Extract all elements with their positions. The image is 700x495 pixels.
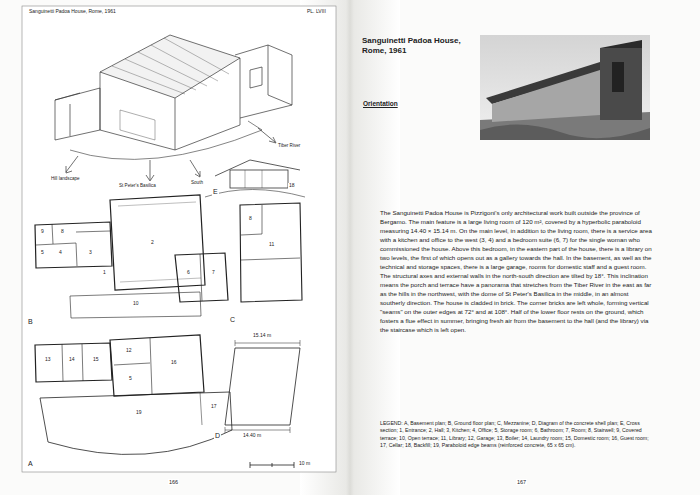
room-number: 5: [128, 376, 133, 382]
axonometric: [55, 35, 292, 181]
legend-text: LEGEND: A, Basement plan; B, Ground floo…: [380, 420, 652, 450]
section-heading: Orientation: [362, 100, 399, 107]
room-number: 2: [150, 240, 155, 246]
plan-a: [35, 335, 232, 455]
scale-label: 10 m: [298, 461, 311, 467]
room-number: 18: [288, 183, 296, 189]
dimension: 14.40 m: [242, 433, 262, 439]
view-label: St Peter's Basilica: [118, 183, 157, 188]
drawing-letter: D: [214, 432, 221, 440]
drawing-letter: C: [229, 316, 236, 324]
room-number: 11: [268, 242, 275, 248]
page-number: 166: [168, 479, 179, 485]
room-number: 19: [135, 410, 143, 416]
scale-bar: [250, 462, 294, 468]
body-text: The Sanguinetti Padoa House is Pizzigoni…: [380, 208, 652, 334]
plate-frame: [22, 6, 336, 472]
room-number: 6: [186, 270, 191, 276]
room-number: 10: [132, 301, 140, 307]
room-number: 17: [210, 404, 218, 410]
room-number: 4: [58, 250, 63, 256]
plan-c: [240, 203, 302, 302]
header: Sanguinetti Padoa House, Rome, 1961: [28, 9, 117, 15]
drawing-letter: E: [212, 188, 219, 196]
page-title: Sanguinetti Padoa House, Rome, 1961: [362, 36, 480, 56]
room-number: 16: [170, 360, 178, 366]
section-e: [205, 160, 305, 197]
room-number: 15: [92, 357, 100, 363]
room-number: 9: [40, 229, 45, 235]
room-number: 3: [88, 250, 93, 256]
plan-d: [225, 340, 300, 433]
photograph: [480, 35, 650, 140]
room-number: 8: [248, 216, 253, 222]
drawing-letter: A: [27, 460, 34, 468]
drawing-letter: B: [27, 318, 34, 326]
room-number: 12: [125, 348, 133, 354]
room-number: 1: [102, 270, 107, 276]
plate-number: PL. LVIII: [306, 9, 327, 15]
view-label: Tiber River: [277, 143, 301, 148]
plan-b: [35, 195, 228, 318]
view-label: South: [190, 180, 204, 185]
room-number: 7: [211, 270, 216, 276]
view-label: Hill landscape: [50, 176, 81, 181]
room-number: 13: [44, 357, 52, 363]
room-number: 5: [40, 250, 45, 256]
room-number: 8: [60, 229, 65, 235]
page-number: 167: [516, 479, 527, 485]
dimension: 15.14 m: [252, 333, 272, 339]
room-number: 14: [68, 357, 76, 363]
